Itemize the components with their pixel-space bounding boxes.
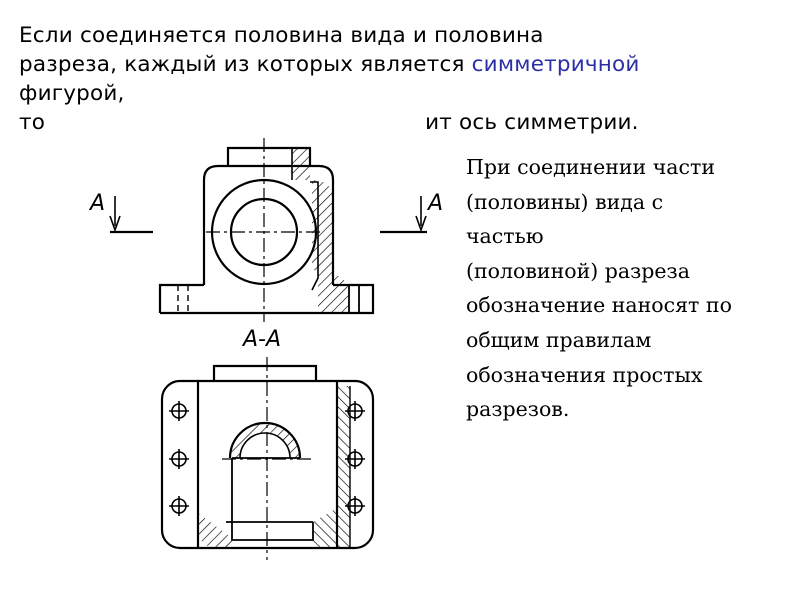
side-text-line: разрезов. [466,397,570,422]
intro-line-1: Если соединяется половина вида и половин… [19,23,544,48]
intro-paragraph: Если соединяется половина вида и половин… [19,21,789,137]
section-view-outer [160,379,375,550]
side-text-line: (половиной) разреза [466,258,690,283]
cutting-plane-right [380,196,427,234]
section-view-bolt-holes [169,401,365,516]
section-view [160,357,375,560]
intro-line-3: фигурой, [19,81,125,106]
side-text-line: частью [466,224,544,249]
front-view-top-boss [226,146,312,166]
intro-line-4-start: то [19,110,46,135]
cutting-plane-left [109,196,153,234]
side-text-line: обозначение наносят по [466,293,732,318]
front-view-body [202,164,335,285]
side-text: При соединении части (половины) вида с ч… [466,150,796,427]
cut-label-left: A [90,191,106,216]
intro-line-4: то ит ось симметрии. [19,108,789,137]
front-view-base [158,283,375,315]
side-text-line: (половины) вида с [466,189,664,214]
section-view-hatching [198,386,350,548]
intro-line-2: разреза, каждый из которых является симм… [19,50,789,79]
section-label: A-A [243,327,282,352]
front-view [158,138,375,322]
cut-label-right: A [428,191,444,216]
intro-line-4-end: ит ось симметрии. [425,110,639,135]
side-text-line: При соединении части [466,155,715,179]
intro-line-2-text: разреза, каждый из которых является [19,52,472,77]
side-text-line: обозначения простых [466,362,703,387]
intro-highlight: симметричной [471,52,640,77]
side-text-line: общим правилам [466,327,652,352]
front-view-hatching [292,148,349,313]
